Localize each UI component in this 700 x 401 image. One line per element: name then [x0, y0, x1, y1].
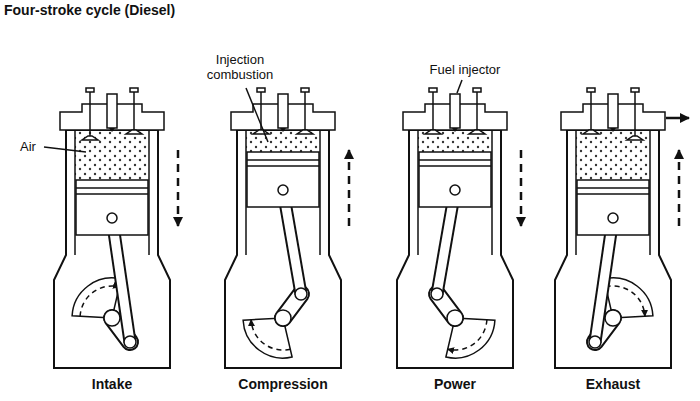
part-label: Fuel injector — [425, 62, 505, 77]
exhaust-arrow — [666, 117, 689, 120]
leader-line — [44, 147, 86, 152]
engine-intake — [54, 88, 170, 368]
engine-exhaust — [555, 88, 671, 368]
stroke-label: Power — [395, 377, 515, 392]
stroke-label: Compression — [223, 377, 343, 392]
diagram-title: Four-stroke cycle (Diesel) — [4, 3, 175, 18]
part-label: Air — [14, 139, 42, 154]
part-label: Injection combustion — [200, 52, 280, 82]
stroke-label: Intake — [52, 377, 172, 392]
engine-compression — [225, 88, 341, 368]
stroke-label: Exhaust — [553, 377, 673, 392]
leader-line — [246, 88, 268, 142]
stroke-arrow — [177, 150, 180, 226]
leader-line — [457, 80, 462, 93]
stroke-arrow — [520, 150, 523, 226]
stroke-arrow — [678, 150, 681, 226]
stroke-arrow — [348, 150, 351, 226]
engine-power — [397, 88, 513, 368]
